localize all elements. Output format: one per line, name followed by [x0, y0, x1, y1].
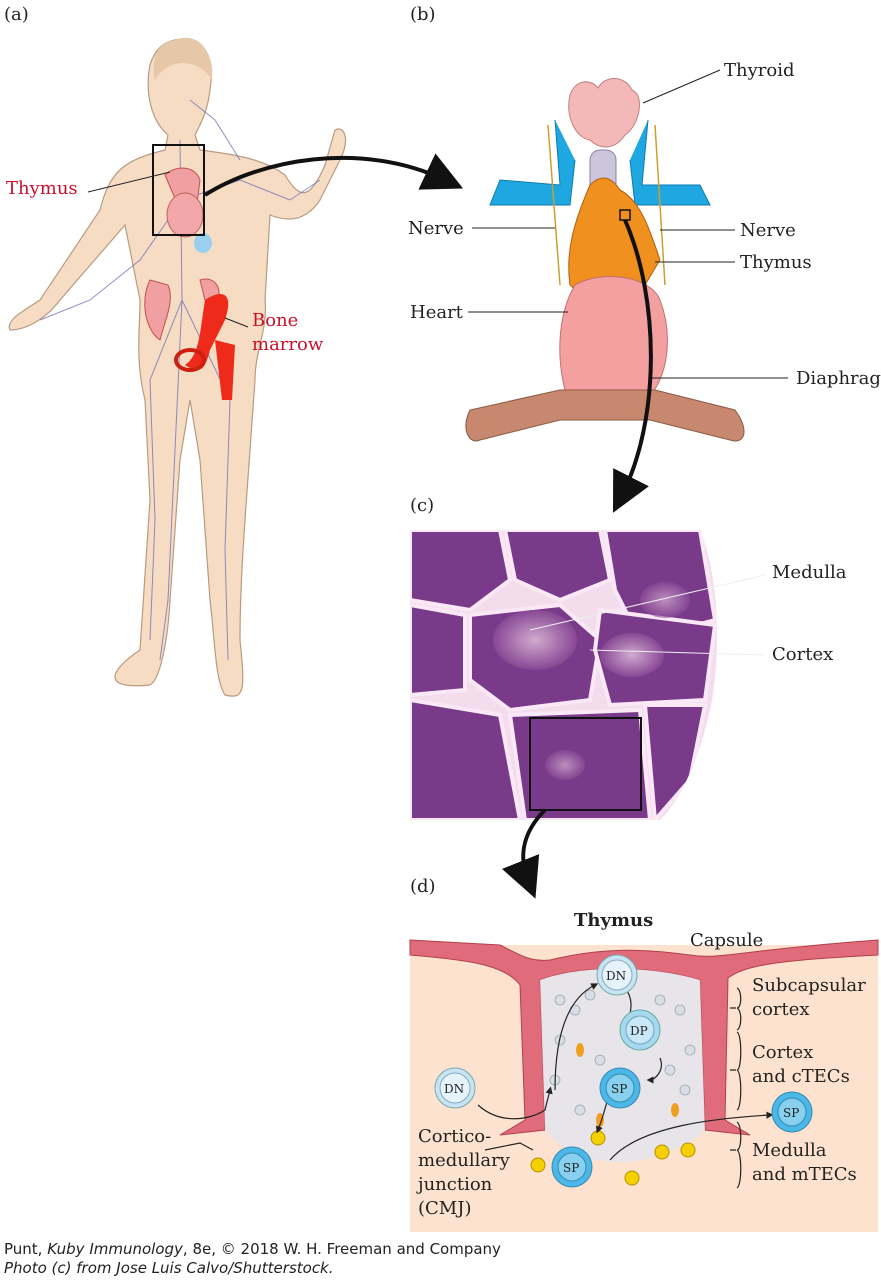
label-cmj-1: Cortico-: [418, 1126, 492, 1147]
panel-label-c: (c): [410, 495, 435, 516]
thoracic-organs-illustration: [465, 69, 788, 442]
label-diaphragm: Diaphragm: [796, 368, 881, 389]
label-medulla: Medulla: [772, 562, 847, 583]
label-subcapsular-1: Subcapsular: [752, 975, 866, 996]
panel-label-a: (a): [4, 4, 29, 25]
arrow-b-to-c: [612, 219, 653, 513]
cell-sp-right: SP: [783, 1106, 800, 1120]
label-thymus-d-title: Thymus: [574, 910, 654, 931]
caption-publisher: , 8e, © 2018 W. H. Freeman and Company: [182, 1240, 501, 1258]
panel-label-d: (d): [410, 876, 436, 897]
cell-dn-top: DN: [606, 969, 627, 983]
cell-sp-bottom: SP: [563, 1161, 580, 1175]
label-cortex: Cortex: [772, 644, 834, 665]
arrow-c-to-d: [502, 808, 547, 899]
cell-dp: DP: [630, 1024, 648, 1038]
thymus-histology-micrograph: [410, 530, 766, 820]
label-nerve-right: Nerve: [740, 220, 796, 241]
label-cortex-d-2: and cTECs: [752, 1066, 850, 1087]
label-thyroid: Thyroid: [724, 60, 795, 81]
label-subcapsular-2: cortex: [752, 999, 810, 1020]
label-cmj-3: junction: [418, 1174, 493, 1195]
caption-book-title: Kuby Immunology: [47, 1240, 183, 1258]
label-bone: Bone: [252, 310, 299, 331]
human-body-illustration: [8, 37, 347, 697]
label-thymus-b: Thymus: [740, 252, 812, 273]
label-capsule: Capsule: [690, 930, 764, 951]
label-heart: Heart: [410, 302, 463, 323]
panel-label-b: (b): [410, 4, 436, 25]
caption-line-1: Punt, Kuby Immunology, 8e, © 2018 W. H. …: [4, 1240, 501, 1258]
caption-author: Punt,: [4, 1240, 48, 1258]
label-cortex-d-1: Cortex: [752, 1042, 814, 1063]
label-cmj-4: (CMJ): [418, 1198, 472, 1219]
label-medulla-d-2: and mTECs: [752, 1164, 857, 1185]
caption-line-2: Photo (c) from Jose Luis Calvo/Shutterst…: [4, 1259, 334, 1277]
label-marrow: marrow: [252, 334, 324, 355]
label-thymus-a: Thymus: [6, 178, 78, 199]
arrow-a-to-b: [203, 153, 464, 197]
label-nerve-left: Nerve: [408, 218, 464, 239]
cells: [434, 954, 813, 1188]
label-medulla-d-1: Medulla: [752, 1140, 827, 1161]
cell-sp-mid: SP: [611, 1082, 628, 1096]
cell-dn-left: DN: [444, 1082, 465, 1096]
thymus-lobule-schematic: [409, 939, 879, 1232]
label-cmj-2: medullary: [418, 1150, 510, 1171]
